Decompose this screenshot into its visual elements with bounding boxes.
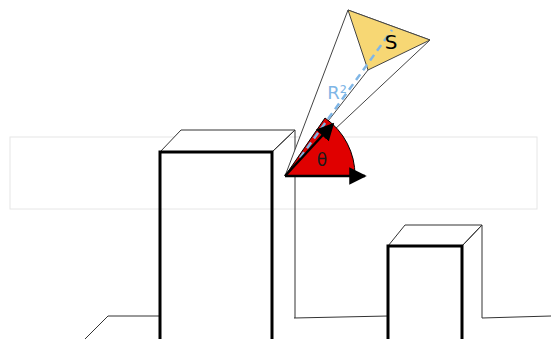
building-side (462, 225, 482, 318)
area-label: S (385, 32, 398, 52)
horizontal-arrow (285, 175, 365, 178)
building-front (160, 152, 272, 339)
building-top (388, 225, 482, 246)
view-cone (285, 10, 430, 176)
angle-wedge (285, 118, 355, 176)
ground-line (482, 316, 551, 318)
cone-edge (285, 70, 368, 176)
direction-arrow (285, 124, 333, 176)
distance-label: R² (327, 84, 347, 102)
area-s (348, 10, 430, 70)
ground-line (85, 316, 160, 339)
angle-label: θ (317, 152, 327, 169)
ground-line (294, 316, 388, 318)
distance-line (300, 30, 392, 158)
building-front (388, 246, 462, 339)
